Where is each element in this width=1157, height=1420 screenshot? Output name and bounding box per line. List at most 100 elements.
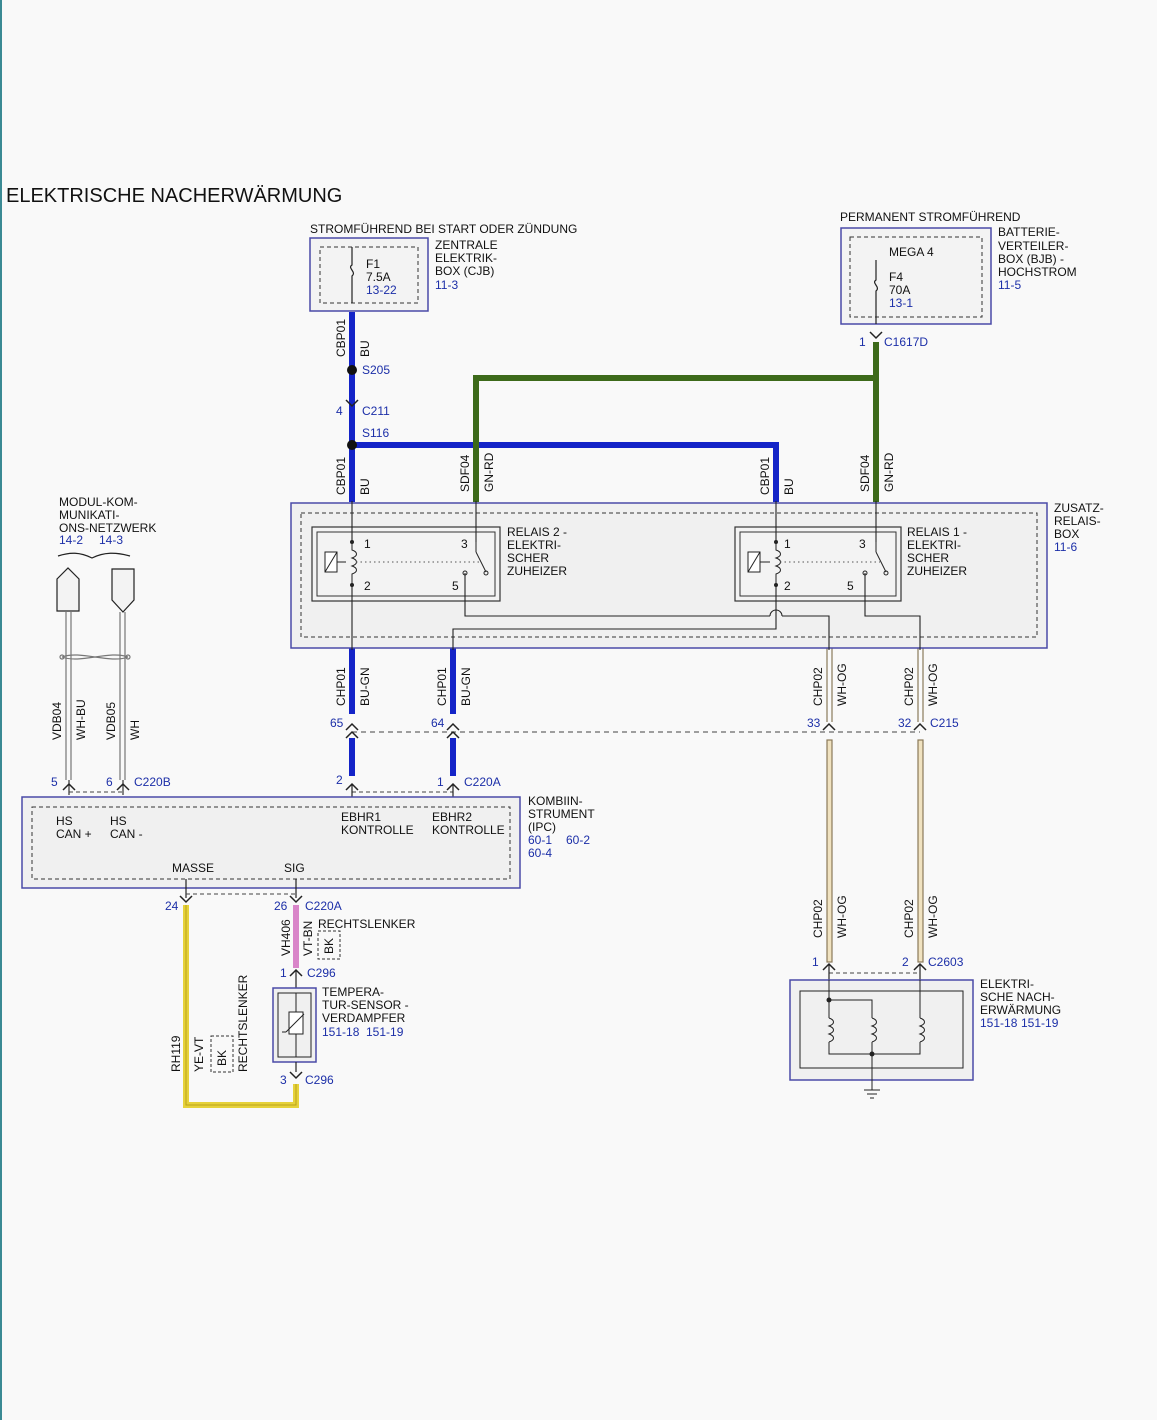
bjb-label-4: HOCHSTROM: [998, 265, 1077, 279]
relay-box-label-3: BOX: [1054, 527, 1079, 541]
wire-label-wh: WH: [128, 720, 142, 740]
relay-2[interactable]: 1 3 2 5: [311, 526, 501, 602]
source-start-ignition-label: STROMFÜHREND BEI START ODER ZÜNDUNG: [310, 222, 577, 236]
ipc-ebhr2-2: KONTROLLE: [432, 823, 505, 837]
ipc-box[interactable]: HS CAN + HS CAN - EBHR1 KONTROLLE EBHR2 …: [21, 796, 521, 898]
relay2-pin-5: 5: [452, 579, 459, 593]
c215-pin-65: 65: [330, 716, 344, 730]
s205-splice[interactable]: S205: [347, 363, 390, 377]
heater-label-3: ERWÄRMUNG: [980, 1003, 1061, 1017]
s116-splice[interactable]: S116: [347, 426, 389, 450]
bjb-label-1: BATTERIE-: [998, 225, 1060, 239]
relay1-label-3: SCHER: [907, 551, 949, 565]
network-module[interactable]: MODUL-KOM- MUNIKATI- ONS-NETZWERK 14-2 1…: [56, 495, 156, 613]
ipc-ref-1: 60-1: [528, 833, 552, 847]
c296-pin-3: 3: [280, 1073, 287, 1087]
c220a-pin-2: 2: [336, 773, 343, 787]
c220b-pin-5: 5: [51, 775, 58, 789]
bjb-page-ref: 11-5: [998, 278, 1021, 292]
temp-sensor-label-3: VERDAMPFER: [322, 1011, 406, 1025]
c220b-label: C220B: [134, 775, 171, 789]
relay2-pin-3: 3: [461, 537, 468, 551]
wire-label-vdb04: VDB04: [50, 702, 64, 740]
ipc-ebhr2-1: EBHR2: [432, 810, 472, 824]
wire-label-bk-lower: BK: [215, 1050, 229, 1066]
c296-label-bottom: C296: [305, 1073, 334, 1087]
wires-thick: [183, 312, 879, 1108]
c296-label-top: C296: [307, 966, 336, 980]
relay-box-page-ref: 11-6: [1054, 540, 1077, 554]
ipc-label-1: KOMBIIN-: [528, 794, 583, 808]
c296-connector-bottom[interactable]: 3 C296: [280, 1071, 334, 1087]
wire-label-gnrd-r1: GN-RD: [882, 452, 896, 492]
c2603-label: C2603: [928, 955, 964, 969]
relay1-label-4: ZUHEIZER: [907, 564, 967, 578]
wire-label-rh119: RH119: [169, 1035, 183, 1072]
cjb-label-1: ZENTRALE: [435, 238, 498, 252]
rhd-option-box-upper: [317, 930, 341, 960]
c220b-connector[interactable]: 5 6 C220B: [51, 775, 171, 793]
diagram-title: ELEKTRISCHE NACHERWÄRMUNG: [6, 185, 342, 207]
relay1-pin-3: 3: [859, 537, 866, 551]
cjb-box[interactable]: F1 7.5A 13-22: [309, 237, 429, 312]
c296-connector-top[interactable]: 1 C296: [280, 966, 336, 988]
relay2-label-1: RELAIS 2 -: [507, 525, 567, 539]
relay1-label-1: RELAIS 1 -: [907, 525, 967, 539]
c211-connector[interactable]: 4 C211: [336, 399, 390, 418]
c1617d-connector[interactable]: 1 C1617D: [859, 331, 928, 349]
ipc-hs-can-minus-2: CAN -: [110, 827, 143, 841]
cjb-fuse-ref: 13-22: [366, 283, 397, 297]
wire-label-sdf04-r1: SDF04: [858, 454, 872, 492]
wire-label-bk-upper: BK: [322, 938, 336, 954]
s116-label: S116: [362, 426, 389, 440]
wire-label-vtbn: VT-BN: [301, 921, 315, 956]
wire-label-cbp01-r2: CBP01: [334, 457, 348, 495]
relay2-label-4: ZUHEIZER: [507, 564, 567, 578]
c220a-lower-label: C220A: [305, 899, 342, 913]
rhd-label-lower: RECHTSLENKER: [236, 974, 250, 1072]
s205-label: S205: [362, 363, 390, 377]
rhd-option-box-lower: [210, 1035, 234, 1073]
relay-1[interactable]: 1 3 2 5: [734, 526, 902, 602]
c2603-pin-1: 1: [812, 955, 819, 969]
cjb-fuse: F1: [366, 257, 380, 271]
c220a-pin-26: 26: [274, 899, 288, 913]
relay-box-label-1: ZUSATZ-: [1054, 501, 1104, 515]
wire-label-bu-top: BU: [358, 340, 372, 357]
c296-pin-1: 1: [280, 966, 287, 980]
network-label-2: MUNIKATI-: [59, 508, 119, 522]
wire-label-bugn-a: BU-GN: [358, 667, 372, 706]
temp-sensor-box[interactable]: [272, 987, 317, 1072]
wire-label-sdf04-r2: SDF04: [458, 454, 472, 492]
bjb-label-2: VERTEILER-: [998, 239, 1068, 253]
heater-box[interactable]: [789, 979, 974, 1099]
heater-label-1: ELEKTRI-: [980, 977, 1034, 991]
relay2-label-3: SCHER: [507, 551, 549, 565]
relay1-pin-1: 1: [784, 537, 791, 551]
c220a-lower-connector[interactable]: 24 26 C220A: [165, 893, 342, 913]
wire-sdf04: [473, 342, 879, 502]
c211-label: C211: [362, 404, 390, 418]
rhd-label-upper: RECHTSLENKER: [318, 917, 416, 931]
c220a-connector[interactable]: 2 1 C220A: [336, 773, 501, 797]
wire-label-bu-r2: BU: [358, 478, 372, 495]
c220a-pin-1: 1: [437, 775, 444, 789]
c220a-pin-24: 24: [165, 899, 179, 913]
wire-label-yevt: YE-VT: [192, 1036, 206, 1072]
wire-label-gnrd-r2: GN-RD: [482, 452, 496, 492]
temp-sensor-label-2: TUR-SENSOR -: [322, 998, 409, 1012]
wire-label-chp01-a: CHP01: [334, 667, 348, 706]
ipc-ebhr1-2: KONTROLLE: [341, 823, 414, 837]
bjb-fuse-ref: 13-1: [889, 296, 913, 310]
c215-pin-32: 32: [898, 716, 912, 730]
wire-label-chp01-b: CHP01: [435, 667, 449, 706]
wire-label-whog-d: WH-OG: [926, 895, 940, 938]
wire-label-vh406: VH406: [279, 919, 293, 956]
bjb-box[interactable]: MEGA 4 F4 70A 13-1: [840, 227, 992, 325]
relay-box-internal-wiring: [351, 501, 921, 650]
c215-connector[interactable]: 65 64 33 32 C215: [330, 716, 959, 739]
c2603-connector[interactable]: 1 2 C2603: [812, 955, 964, 980]
wire-label-chp02-a: CHP02: [811, 667, 825, 706]
ipc-hs-can-plus-1: HS: [56, 814, 73, 828]
